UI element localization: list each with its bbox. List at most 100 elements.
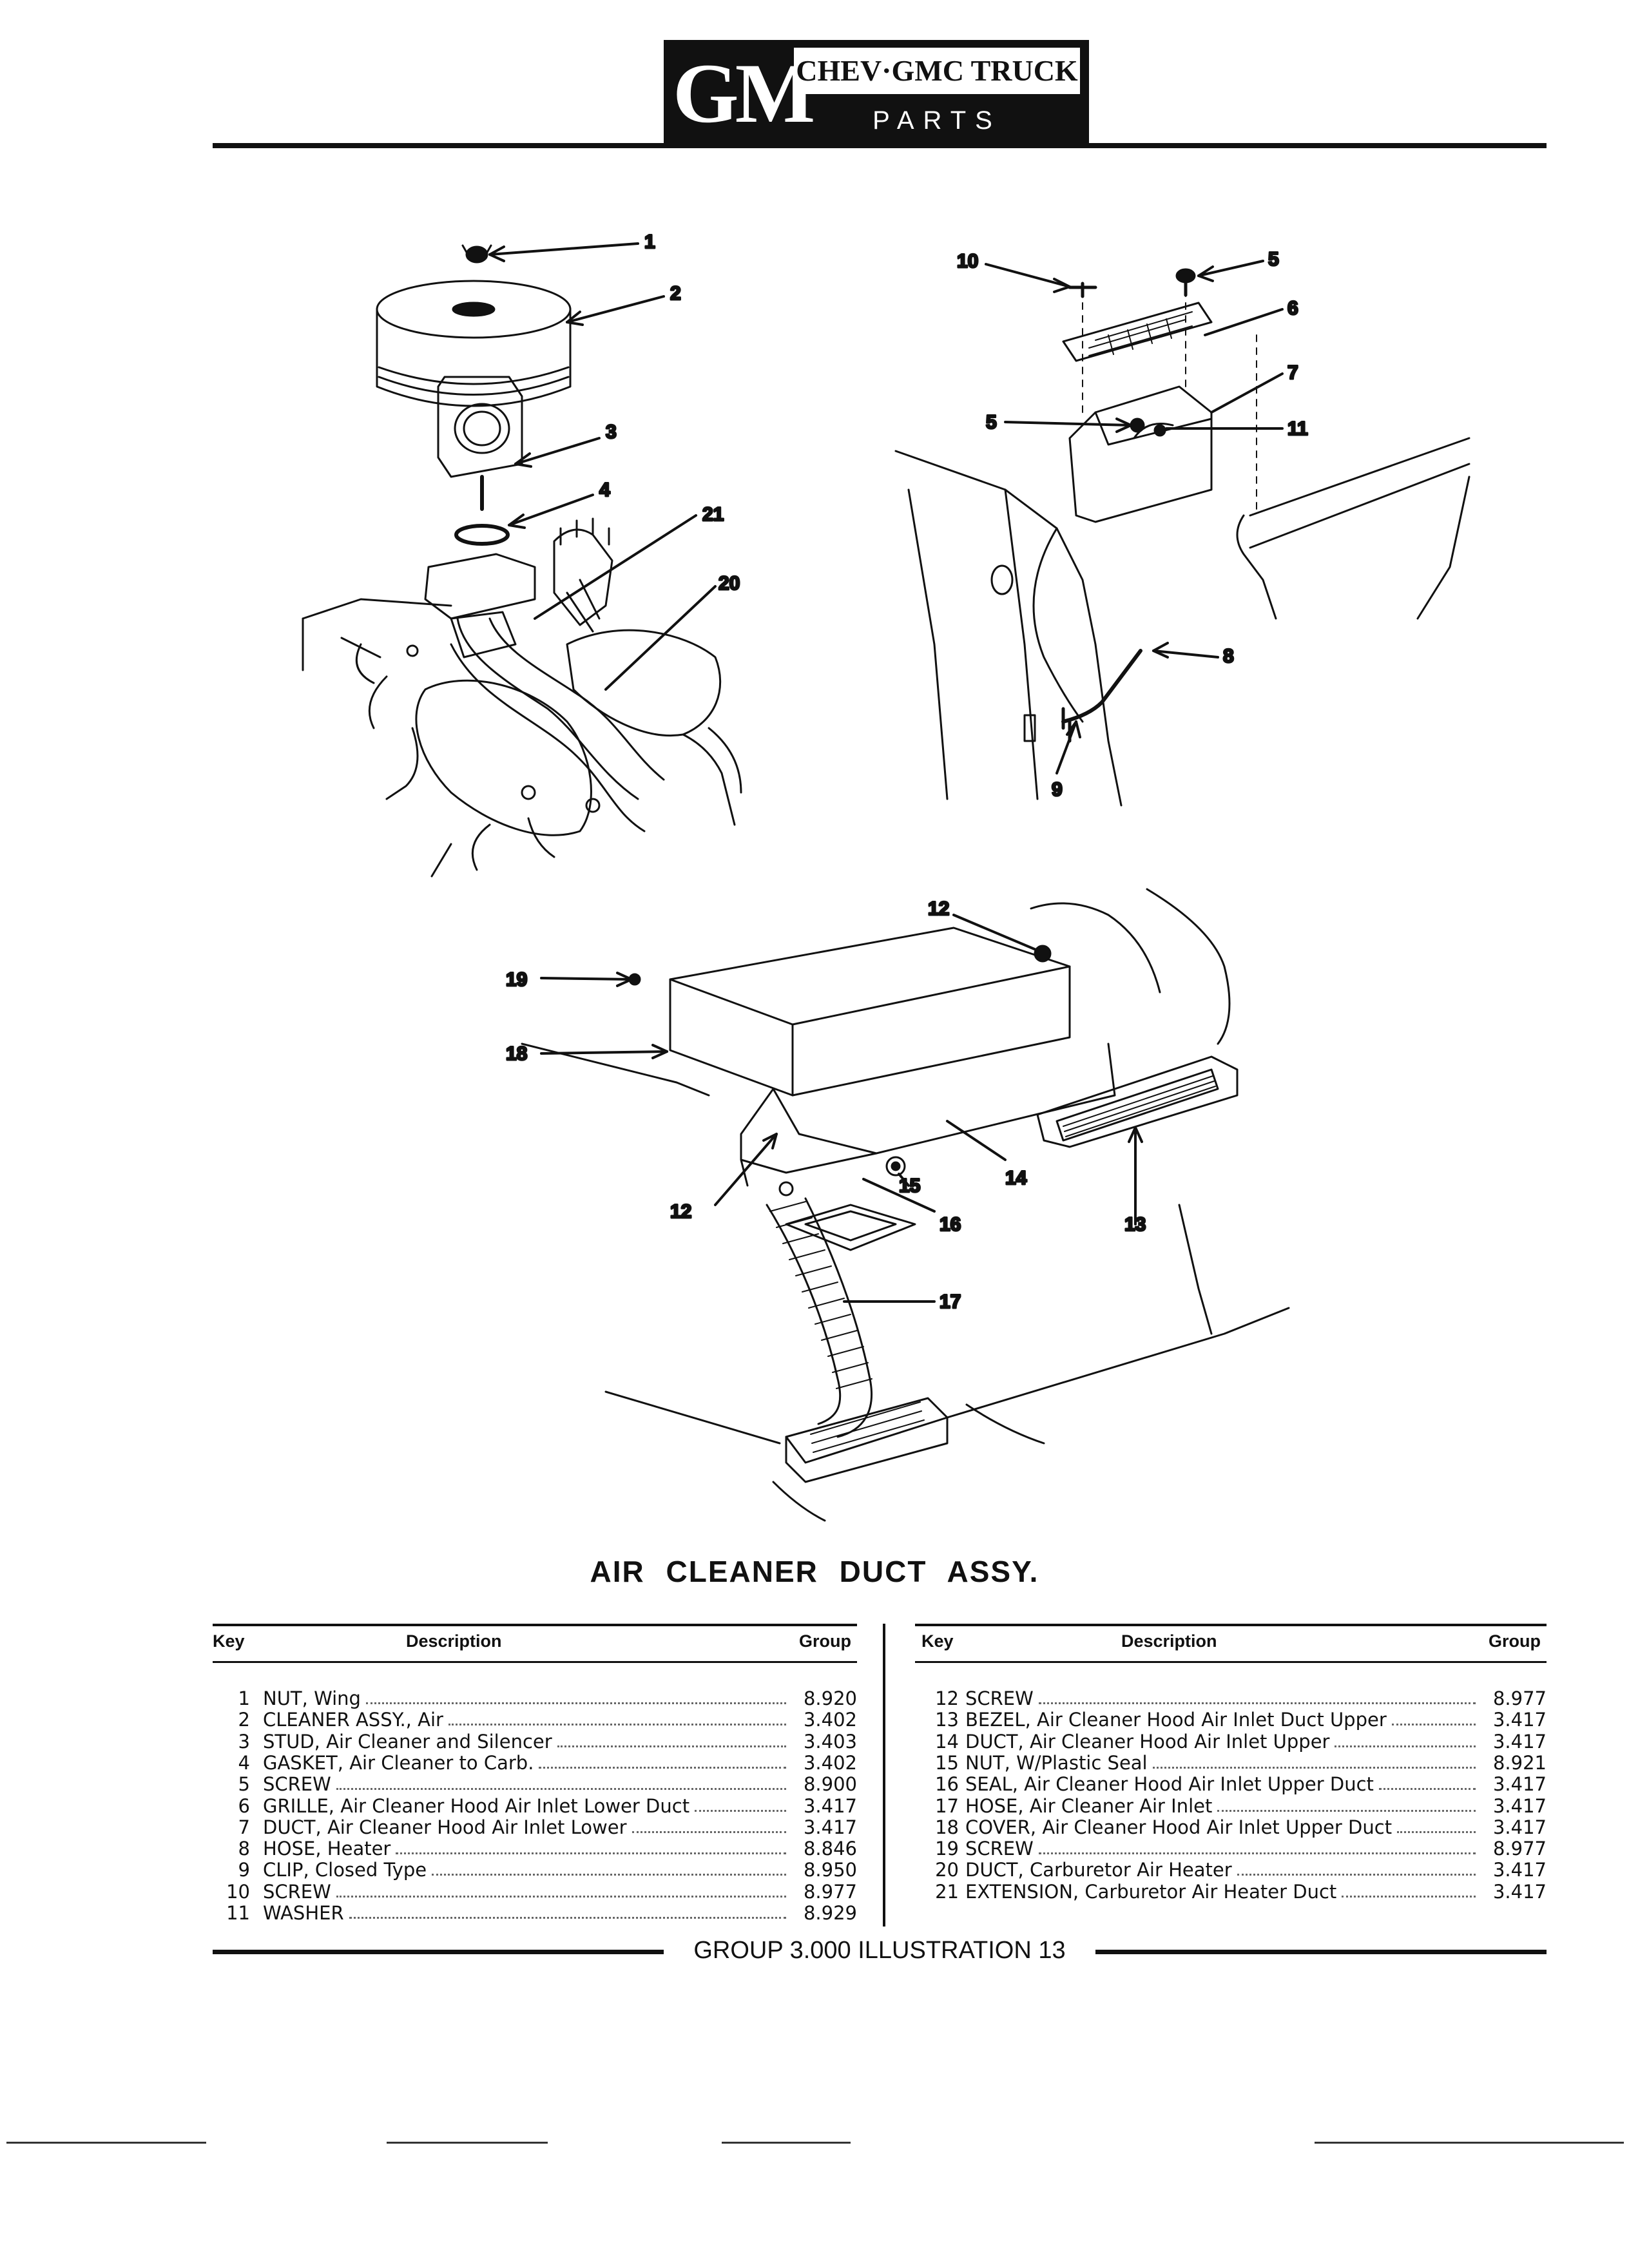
part-key: 17 xyxy=(935,1794,959,1817)
part-key: 14 xyxy=(935,1730,959,1753)
part-description: SCREW xyxy=(965,1838,1034,1860)
parts-row: 16 SEAL, Air Cleaner Hood Air Inlet Upper… xyxy=(915,1774,1547,1795)
callout-3: 3 xyxy=(606,421,617,443)
part-group-number: 8.977 xyxy=(803,1880,857,1903)
part-key: 2 xyxy=(238,1709,250,1731)
part-group-number: 8.900 xyxy=(803,1773,857,1796)
part-key: 19 xyxy=(935,1838,959,1860)
part-key: 21 xyxy=(935,1880,959,1903)
parts-row: 14 DUCT, Air Cleaner Hood Air Inlet Upper… xyxy=(915,1731,1547,1753)
callout-6: 6 xyxy=(1287,298,1298,319)
part-description: GASKET, Air Cleaner to Carb. xyxy=(263,1751,534,1774)
part-group-number: 3.417 xyxy=(803,1794,857,1817)
part-group-number: 3.417 xyxy=(1492,1859,1547,1881)
dot-leader xyxy=(1378,1788,1476,1791)
dot-leader xyxy=(631,1831,786,1833)
part-key: 3 xyxy=(238,1730,250,1753)
part-key: 12 xyxy=(935,1687,959,1709)
callout-7: 7 xyxy=(1287,362,1298,383)
part-key: 4 xyxy=(238,1751,250,1774)
callout-11: 11 xyxy=(1287,418,1308,439)
part-key: 10 xyxy=(226,1880,250,1903)
parts-row: 12 SCREW 8.977 xyxy=(915,1688,1547,1709)
dot-leader xyxy=(1391,1724,1476,1726)
callout-18: 18 xyxy=(506,1043,527,1064)
gm-logo: GM CHEV·GMC TRUCK PARTS CATALOGUE xyxy=(664,40,1089,177)
part-description: SCREW xyxy=(965,1687,1034,1709)
part-group-number: 8.921 xyxy=(1492,1751,1547,1774)
catalogue-brand: CHEV·GMC TRUCK xyxy=(794,48,1080,94)
dot-leader xyxy=(539,1766,786,1769)
scan-line xyxy=(1315,2142,1624,2144)
part-key: 1 xyxy=(238,1687,250,1709)
exploded-parts-diagram: 1 2 3 4 21 20 10 5 6 7 5 11 8 9 12 19 18… xyxy=(302,231,1470,1522)
part-group-number: 3.417 xyxy=(1492,1880,1547,1903)
parts-row: 20 DUCT, Carburetor Air Heater 3.417 xyxy=(915,1860,1547,1881)
part-group-number: 8.977 xyxy=(1492,1687,1547,1709)
callout-20: 20 xyxy=(718,573,740,594)
callout-5a: 5 xyxy=(1268,249,1279,270)
callout-12b: 12 xyxy=(670,1201,691,1222)
callout-9: 9 xyxy=(1052,779,1063,800)
table-top-rule xyxy=(915,1624,1547,1626)
part-group-number: 3.417 xyxy=(1492,1709,1547,1731)
dot-leader xyxy=(336,1788,786,1791)
part-description: SEAL, Air Cleaner Hood Air Inlet Upper D… xyxy=(965,1773,1374,1796)
parts-row: 13 BEZEL, Air Cleaner Hood Air Inlet Duct… xyxy=(915,1709,1547,1731)
part-key: 9 xyxy=(238,1859,250,1881)
part-description: DUCT, Air Cleaner Hood Air Inlet Upper xyxy=(965,1730,1330,1753)
air-cleaner-assembly-drawing xyxy=(302,244,742,878)
part-key: 16 xyxy=(935,1773,959,1796)
callout-2: 2 xyxy=(670,283,681,304)
dot-leader xyxy=(448,1724,786,1726)
callout-labels: 1 2 3 4 21 20 10 5 6 7 5 11 8 9 12 19 18… xyxy=(505,231,1309,1314)
part-group-number: 3.417 xyxy=(1492,1794,1547,1817)
header-description: Description xyxy=(406,1631,502,1651)
part-description: BEZEL, Air Cleaner Hood Air Inlet Duct U… xyxy=(965,1709,1387,1731)
footer-rule-right xyxy=(1095,1950,1547,1954)
header-group: Group xyxy=(1489,1631,1541,1651)
part-description: WASHER xyxy=(263,1902,344,1924)
lower-duct-drawing xyxy=(894,268,1470,807)
callout-21: 21 xyxy=(702,504,724,525)
part-group-number: 3.417 xyxy=(803,1816,857,1838)
part-description: NUT, W/Plastic Seal xyxy=(965,1751,1148,1774)
part-key: 13 xyxy=(935,1709,959,1731)
dot-leader xyxy=(1217,1809,1476,1812)
part-group-number: 3.402 xyxy=(803,1709,857,1731)
catalogue-name: PARTS CATALOGUE xyxy=(818,106,1055,177)
callout-1: 1 xyxy=(644,231,655,253)
footer-group-illustration: GROUP 3.000 ILLUSTRATION 13 xyxy=(693,1937,1066,1964)
header-group: Group xyxy=(799,1631,851,1651)
part-description: DUCT, Air Cleaner Hood Air Inlet Lower xyxy=(263,1816,627,1838)
callout-4: 4 xyxy=(599,479,610,501)
callout-10: 10 xyxy=(957,251,978,272)
part-group-number: 3.417 xyxy=(1492,1773,1547,1796)
scan-line xyxy=(6,2142,206,2144)
part-key: 20 xyxy=(935,1859,959,1881)
dot-leader xyxy=(349,1917,786,1919)
dot-leader xyxy=(1152,1766,1476,1769)
part-description: CLIP, Closed Type xyxy=(263,1859,427,1881)
callout-5b: 5 xyxy=(986,412,997,433)
part-description: DUCT, Carburetor Air Heater xyxy=(965,1859,1232,1881)
dot-leader xyxy=(695,1809,786,1812)
part-group-number: 8.846 xyxy=(803,1838,857,1860)
dot-leader xyxy=(1342,1895,1476,1898)
part-description: COVER, Air Cleaner Hood Air Inlet Upper … xyxy=(965,1816,1393,1838)
